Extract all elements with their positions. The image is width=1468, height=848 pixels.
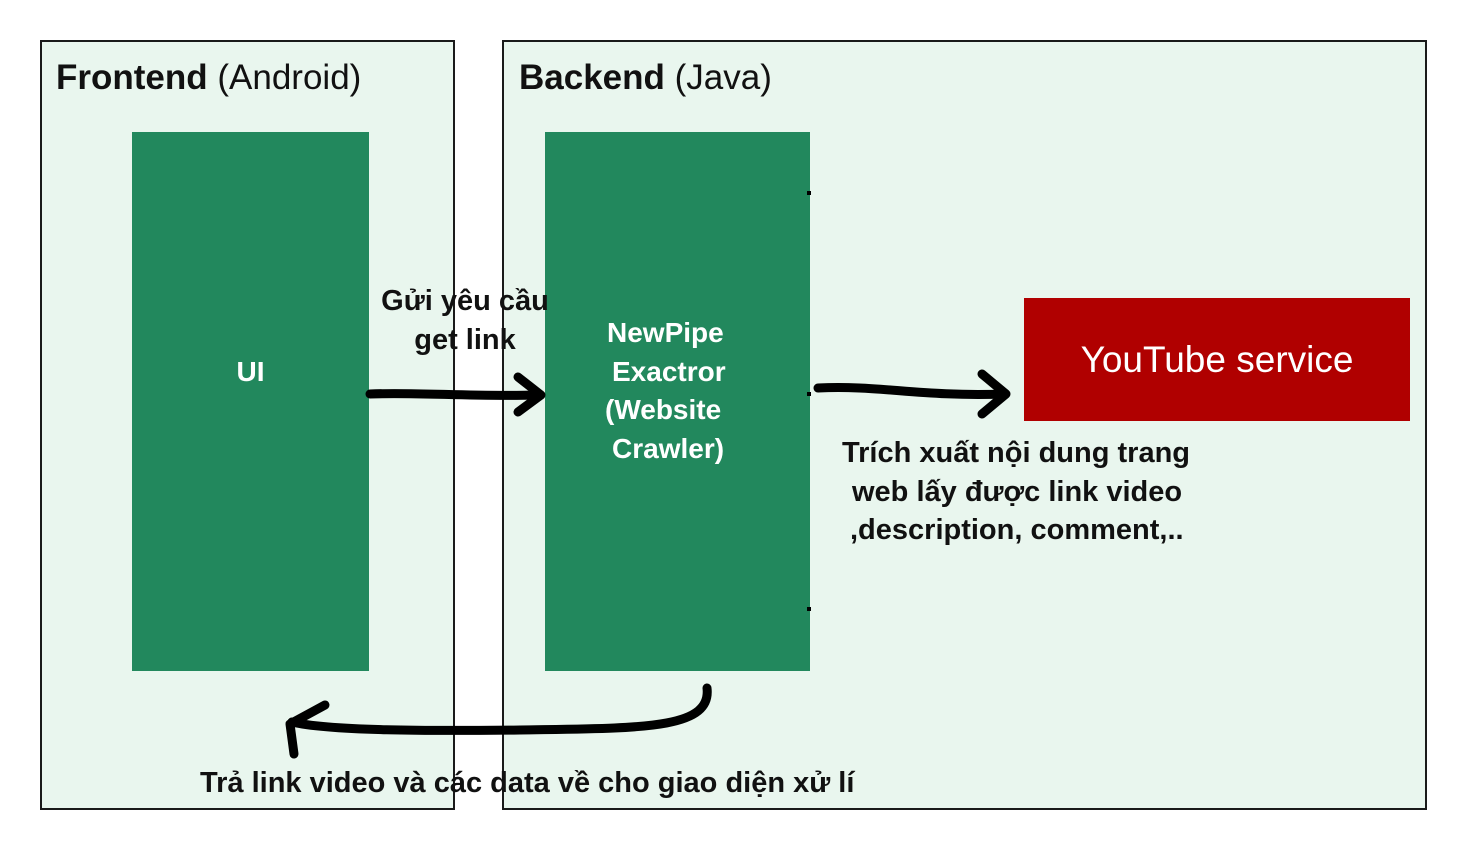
extract-note-line: ,description, comment,..	[850, 514, 1184, 546]
frontend-title-bold: Frontend	[56, 58, 208, 97]
request-note-line: get link	[414, 323, 516, 356]
extract-note: Trích xuất nội dung trang web lấy được l…	[842, 434, 1242, 550]
newpipe-extractor-label: NewPipe Exactror (Website Crawler)	[605, 314, 726, 468]
return-note: Trả link video và các data về cho giao d…	[200, 764, 854, 803]
extract-note-line: Trích xuất nội dung trang	[842, 437, 1190, 469]
backend-title-bold: Backend	[519, 58, 665, 97]
backend-title: Backend (Java)	[519, 60, 772, 95]
extract-note-line: web lấy được link video	[852, 475, 1183, 508]
request-note-line: Gửi yêu cầu	[381, 285, 549, 317]
backend-title-rest: (Java)	[674, 58, 772, 97]
frontend-title: Frontend (Android)	[56, 60, 361, 95]
request-note: Gửi yêu cầu get link	[372, 282, 558, 359]
ui-box: UI	[132, 132, 369, 671]
ui-box-label: UI	[236, 356, 265, 387]
newpipe-label-line: NewPipe	[607, 317, 724, 348]
newpipe-label-line: Crawler)	[612, 432, 725, 464]
newpipe-label-line: Exactror	[612, 355, 726, 387]
newpipe-label-line: (Website	[605, 394, 722, 425]
youtube-service-box: YouTube service	[1024, 298, 1410, 421]
return-note-text: Trả link video và các data về cho giao d…	[200, 767, 855, 799]
newpipe-extractor-box: NewPipe Exactror (Website Crawler)	[545, 132, 810, 671]
youtube-service-label: YouTube service	[1080, 338, 1354, 380]
frontend-title-rest: (Android)	[217, 58, 362, 97]
